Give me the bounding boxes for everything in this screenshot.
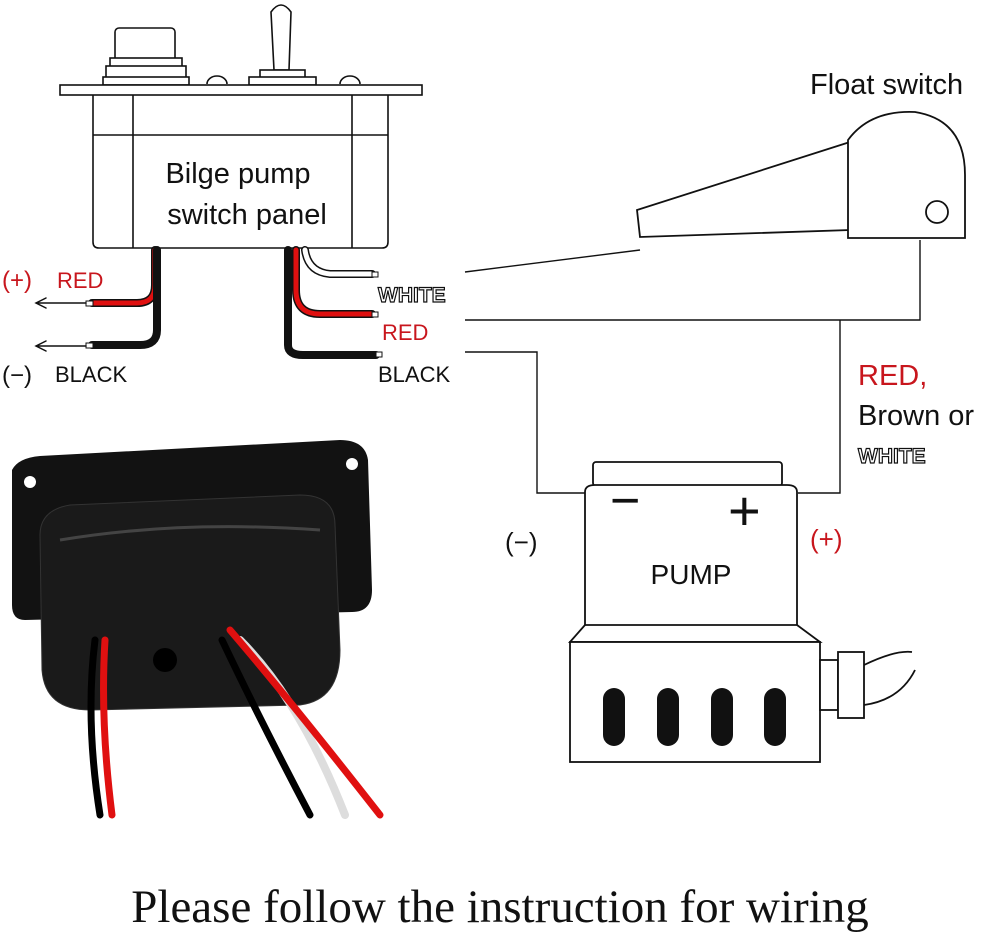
wiring-caption: Please follow the instruction for wiring <box>131 881 869 933</box>
left-positive-label: RED <box>57 268 103 293</box>
right-red-label: RED <box>382 320 428 345</box>
panel-title-line1: Bilge pump <box>165 158 310 190</box>
pump-label: PUMP <box>651 559 732 590</box>
float-wire-brown: Brown or <box>858 400 974 432</box>
float-wire-red: RED, <box>858 360 927 392</box>
right-wires <box>284 246 383 359</box>
float-wire-white: WHITE <box>858 445 926 468</box>
left-negative-sign: (−) <box>2 362 32 389</box>
pump-minus-symbol: − <box>610 472 640 530</box>
pump-negative-terminal: (−) <box>505 527 538 557</box>
pump-slots <box>603 688 786 746</box>
right-white-label: WHITE <box>378 284 446 307</box>
pump-plus-symbol: + <box>728 479 761 542</box>
left-wires <box>34 246 161 352</box>
left-negative-label: BLACK <box>55 362 127 387</box>
switch-panel-photo <box>12 440 384 819</box>
pump-positive-terminal: (+) <box>810 524 843 554</box>
left-positive-sign: (+) <box>2 267 32 294</box>
float-switch-label: Float switch <box>810 69 963 101</box>
connection-lines <box>464 240 921 494</box>
switch-panel-drawing <box>59 4 423 249</box>
panel-title-line2: switch panel <box>167 199 327 231</box>
right-black-label: BLACK <box>378 362 450 387</box>
float-switch-drawing <box>636 111 966 239</box>
